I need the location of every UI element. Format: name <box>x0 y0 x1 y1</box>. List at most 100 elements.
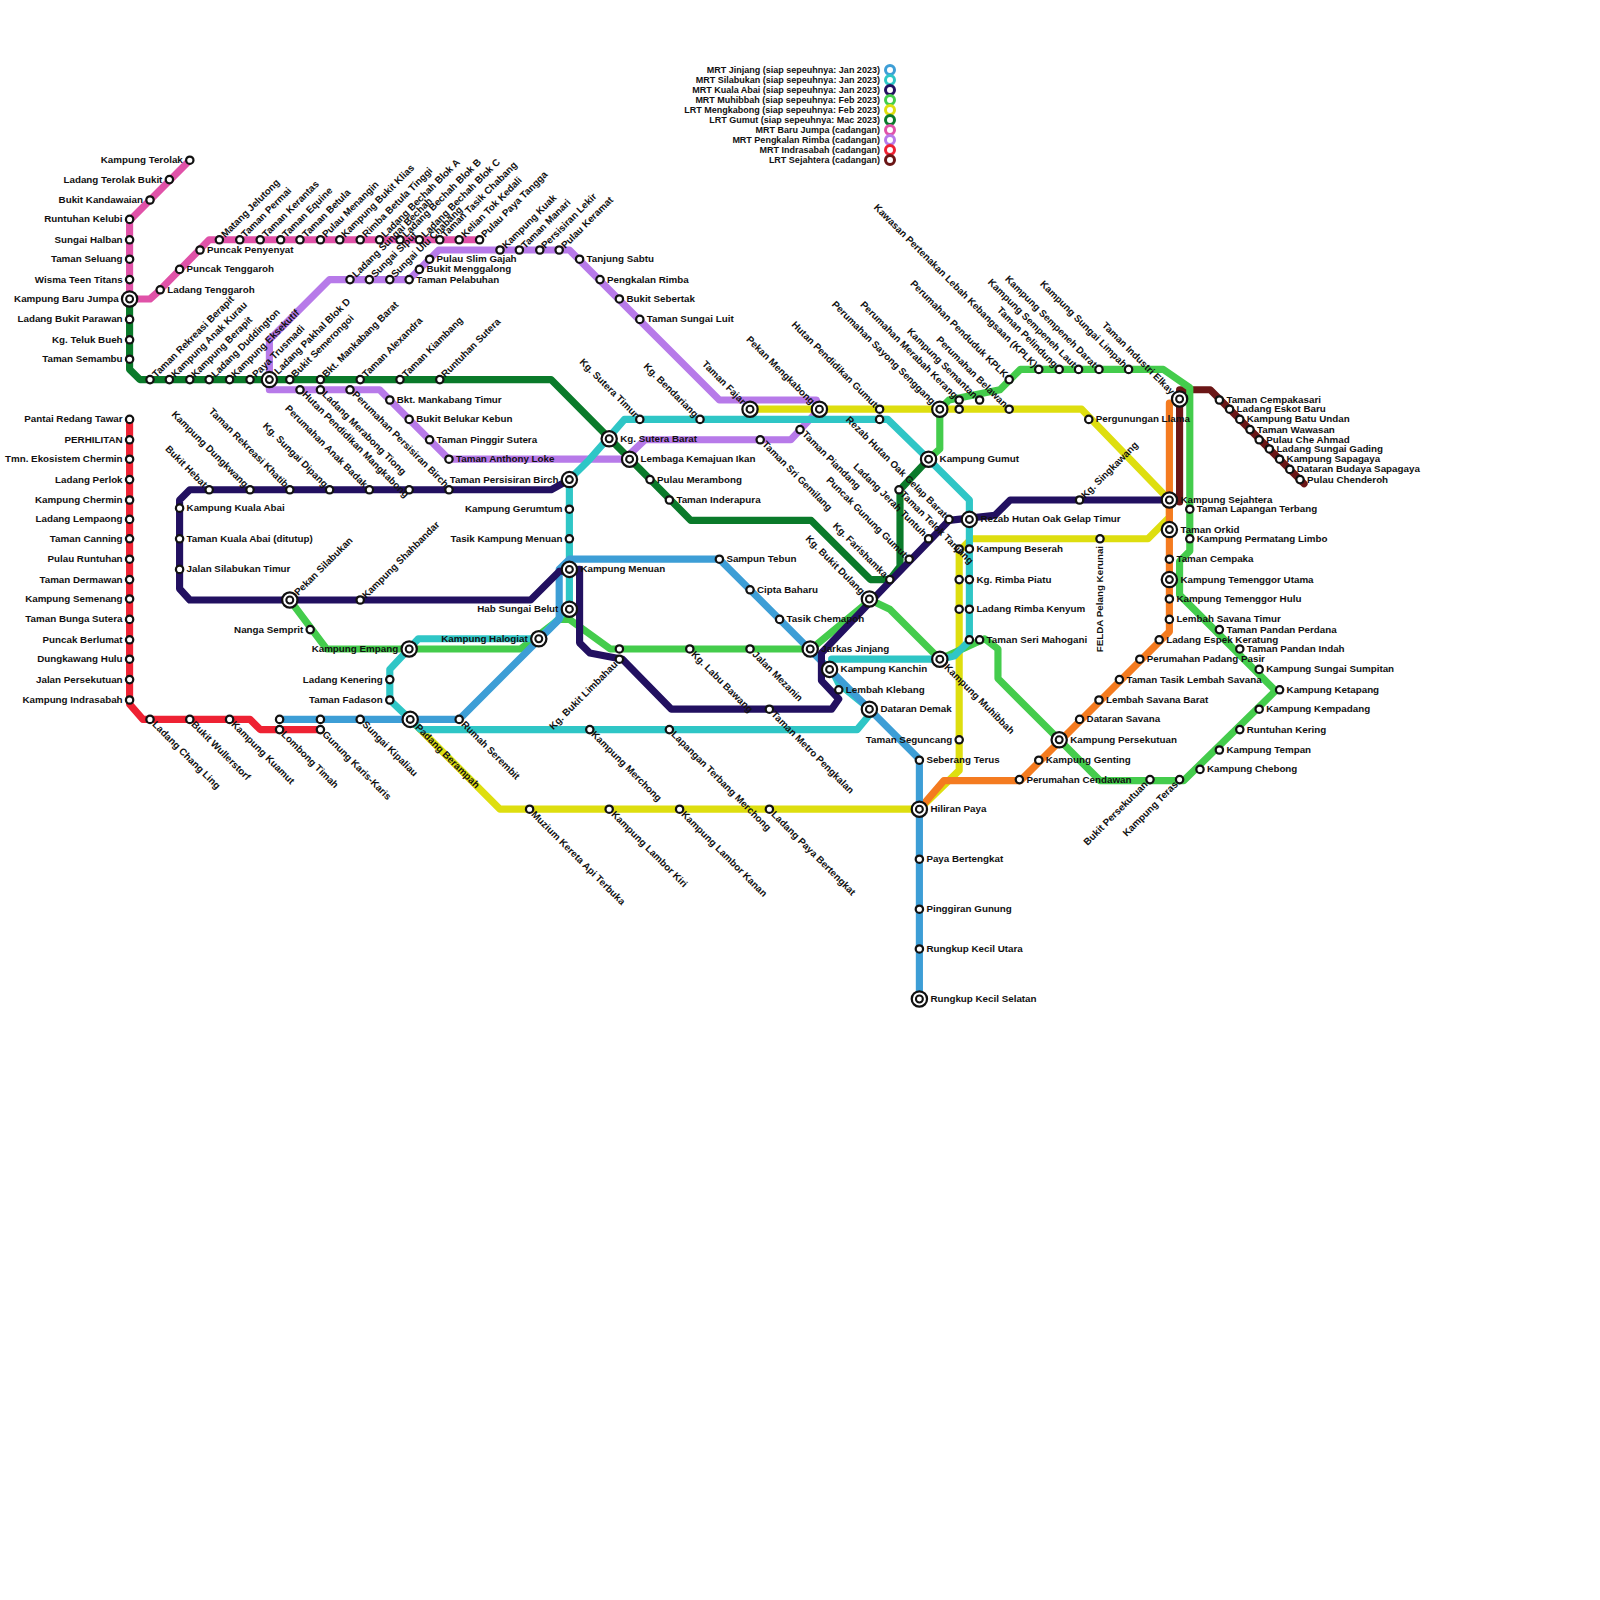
station-label: Wisma Teen Titans <box>35 275 123 285</box>
station-dot <box>166 376 173 383</box>
station-label: Taman Seluang <box>51 254 123 264</box>
station-label: Taman Pandan Indah <box>1247 644 1345 654</box>
interchange-inner <box>126 296 133 303</box>
interchange-inner <box>866 706 873 713</box>
interchange-station <box>262 372 277 387</box>
station-dot <box>307 626 314 633</box>
station-dot <box>1216 626 1223 633</box>
station-dot <box>126 336 133 343</box>
interchange-inner <box>407 716 414 723</box>
legend-text: LRT Gumut (siap sepeuhnya: Mac 2023) <box>709 116 880 125</box>
route-line <box>390 419 970 719</box>
station-dot <box>956 736 963 743</box>
station-label: Kampung Persekutuan <box>1070 735 1177 745</box>
station-label: Kampung Semenang <box>25 594 122 604</box>
station-dot <box>616 295 623 302</box>
legend-swatch <box>884 154 896 166</box>
interchange-station <box>122 291 137 306</box>
station-dot <box>956 606 963 613</box>
station-label: Hiliran Paya <box>930 804 986 814</box>
station-dot <box>146 716 153 723</box>
station-dot <box>317 716 324 723</box>
station-dot <box>1236 726 1243 733</box>
station-label: Ladang Terolak Bukit <box>63 175 162 185</box>
legend-row: MRT Silabukan (siap sepeuhnya: Jan 2023) <box>696 74 896 86</box>
station-label: Lembah Klebang <box>846 685 925 695</box>
station-label: Taman Pinggir Sutera <box>437 435 538 445</box>
route-line <box>280 559 920 999</box>
station-dot <box>357 716 364 723</box>
station-dot <box>766 806 773 813</box>
station-dot <box>566 535 573 542</box>
station-dot <box>646 476 653 483</box>
station-dot <box>277 236 284 243</box>
station-dot <box>1016 776 1023 783</box>
station-label: Cipta Baharu <box>757 585 818 595</box>
station-label: Kg. Teluk Bueh <box>52 335 123 345</box>
station-label: Puncak Tenggaroh <box>187 264 274 274</box>
station-label: Ladang Tenggaroh <box>167 285 254 295</box>
interchange-inner <box>866 596 873 603</box>
station-dot <box>636 416 643 423</box>
station-label: Pulau Chenderoh <box>1307 475 1388 485</box>
station-dot <box>126 535 133 542</box>
interchange-station <box>812 402 827 417</box>
station-label: Taman Cempaka <box>1176 554 1253 564</box>
interchange-inner <box>535 635 542 642</box>
station-label: Taman Metro Pengkalan <box>769 709 855 795</box>
interchange-station <box>912 802 927 817</box>
station-dot <box>166 176 173 183</box>
station-dot <box>766 706 773 713</box>
station-dot <box>956 406 963 413</box>
station-label: Lembaga Kemajuan Ikan <box>641 454 756 464</box>
interchange-station <box>742 402 757 417</box>
interchange-station <box>921 452 936 467</box>
legend-text: MRT Muhibbah (siap sepeuhnya: Feb 2023) <box>695 96 880 105</box>
interchange-station <box>562 472 577 487</box>
station-label: Bukit Menggalong <box>426 264 511 274</box>
station-label: Pantai Redang Tawar <box>24 414 122 424</box>
interchange-inner <box>916 996 923 1003</box>
station-label: Taman Fajar <box>700 359 747 406</box>
station-dot <box>976 396 983 403</box>
station-dot <box>1035 757 1042 764</box>
station-dot <box>776 616 783 623</box>
station-label: Taman Pelabuhan <box>416 275 499 285</box>
station-dot <box>496 246 503 253</box>
interchange-station <box>962 512 977 527</box>
station-dot <box>206 376 213 383</box>
station-dot <box>286 486 293 493</box>
station-label: Dataran Budaya Sapagaya <box>1297 464 1420 474</box>
station-label: Taman Anthony Loke <box>456 454 555 464</box>
station-dot <box>126 516 133 523</box>
station-dot <box>876 406 883 413</box>
station-dot <box>396 376 403 383</box>
station-label: Taman Tasik Lembah Savana <box>1126 675 1261 685</box>
station-dot <box>516 246 523 253</box>
legend-text: LRT Mengkabong (siap sepeuhnya: Feb 2023… <box>684 106 880 115</box>
station-label: Ladang Rimba Kenyum <box>976 604 1085 614</box>
station-label: Bukit Kandawaian <box>59 195 143 205</box>
interchange-station <box>932 402 947 417</box>
station-label: Rezab Hutan Oak Gelap Timur <box>980 514 1120 524</box>
station-label: Taman Semambu <box>42 354 122 364</box>
station-dot <box>976 636 983 643</box>
station-dot <box>126 556 133 563</box>
station-label: Tmn. Ekosistem Chermin <box>5 454 123 464</box>
station-label: FELDA Pelang Kerunai <box>1095 546 1105 652</box>
station-label: Nanga Semprit <box>234 625 303 635</box>
station-label: Runtuhan Kelubi <box>44 214 122 224</box>
station-dot <box>1216 746 1223 753</box>
station-dot <box>1256 666 1263 673</box>
station-dot <box>146 376 153 383</box>
station-dot <box>1116 676 1123 683</box>
station-dot <box>1095 696 1102 703</box>
legend-row: MRT Baru Jumpa (cadangan) <box>755 124 896 136</box>
station-dot <box>636 316 643 323</box>
interchange-station <box>932 652 947 667</box>
station-dot <box>966 606 973 613</box>
interchange-inner <box>807 646 814 653</box>
station-dot <box>1085 416 1092 423</box>
interchange-inner <box>936 656 943 663</box>
